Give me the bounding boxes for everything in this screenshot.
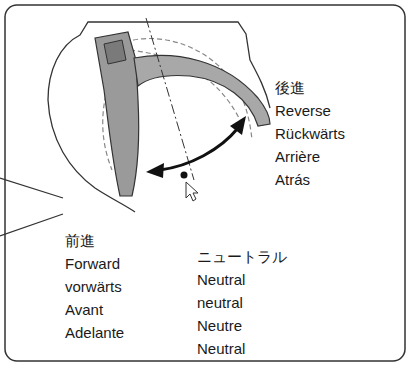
direction-label: neutral: [197, 291, 287, 314]
direction-label: ニュートラル: [197, 245, 287, 268]
callout-leader: [0, 178, 63, 236]
direction-label: 前進: [65, 229, 124, 252]
label-group: 後進ReverseRückwärtsArrièreAtrás: [275, 76, 345, 191]
direction-label: Forward: [65, 252, 124, 275]
callout-panel: [5, 5, 405, 361]
direction-label: 後進: [275, 76, 345, 99]
direction-label: Rückwärts: [275, 122, 345, 145]
label-group: 前進ForwardvorwärtsAvantAdelante: [65, 229, 124, 344]
direction-label: Avant: [65, 298, 124, 321]
direction-label: Adelante: [65, 321, 124, 344]
direction-label: Neutral: [197, 337, 287, 360]
direction-label: Reverse: [275, 99, 345, 122]
direction-label: Arrière: [275, 145, 345, 168]
label-group: ニュートラルNeutralneutralNeutreNeutral: [197, 245, 287, 360]
direction-label: vorwärts: [65, 275, 124, 298]
direction-label: Neutre: [197, 314, 287, 337]
direction-label: Neutral: [197, 268, 287, 291]
direction-label: Atrás: [275, 168, 345, 191]
